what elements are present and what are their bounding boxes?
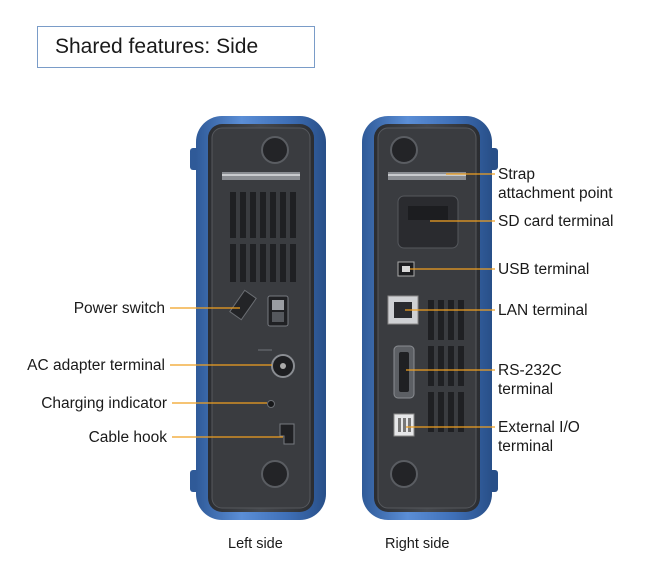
label-charging-indicator: Charging indicator — [41, 395, 167, 412]
label-rs232c-line1: RS-232C — [498, 362, 562, 379]
label-strap-line1: Strap — [498, 166, 536, 183]
right-vent — [428, 300, 464, 432]
title-box: Shared features: Side — [37, 26, 315, 68]
label-rs232c: RS-232C terminal — [498, 361, 562, 399]
right-side-device — [362, 116, 498, 520]
label-cable-hook: Cable hook — [88, 429, 167, 446]
caption-left-side: Left side — [228, 536, 283, 552]
label-external-io: External I/O terminal — [498, 418, 580, 456]
cable-hook-graphic — [279, 423, 295, 445]
label-lan: LAN terminal — [498, 302, 588, 319]
charging-led-graphic — [267, 400, 275, 408]
label-power-switch: Power switch — [73, 300, 165, 317]
rs232c-port-graphic — [393, 345, 415, 399]
label-external-io-line2: terminal — [498, 438, 554, 455]
left-upper-vent — [230, 192, 296, 282]
label-external-io-line1: External I/O — [498, 419, 580, 436]
label-ac-adapter: AC adapter terminal — [27, 357, 165, 374]
sd-cover-graphic — [397, 195, 459, 249]
label-sd-card: SD card terminal — [498, 213, 614, 230]
label-strap: Strap attachment point — [498, 165, 613, 203]
label-usb: USB terminal — [498, 261, 590, 278]
left-side-device — [190, 116, 326, 520]
label-strap-line2: attachment point — [498, 185, 613, 202]
label-rs232c-line2: terminal — [498, 381, 554, 398]
ac-adapter-graphic — [258, 349, 295, 378]
caption-right-side: Right side — [385, 536, 450, 552]
power-switch-graphic — [229, 289, 289, 327]
page-title: Shared features: Side — [55, 35, 259, 58]
